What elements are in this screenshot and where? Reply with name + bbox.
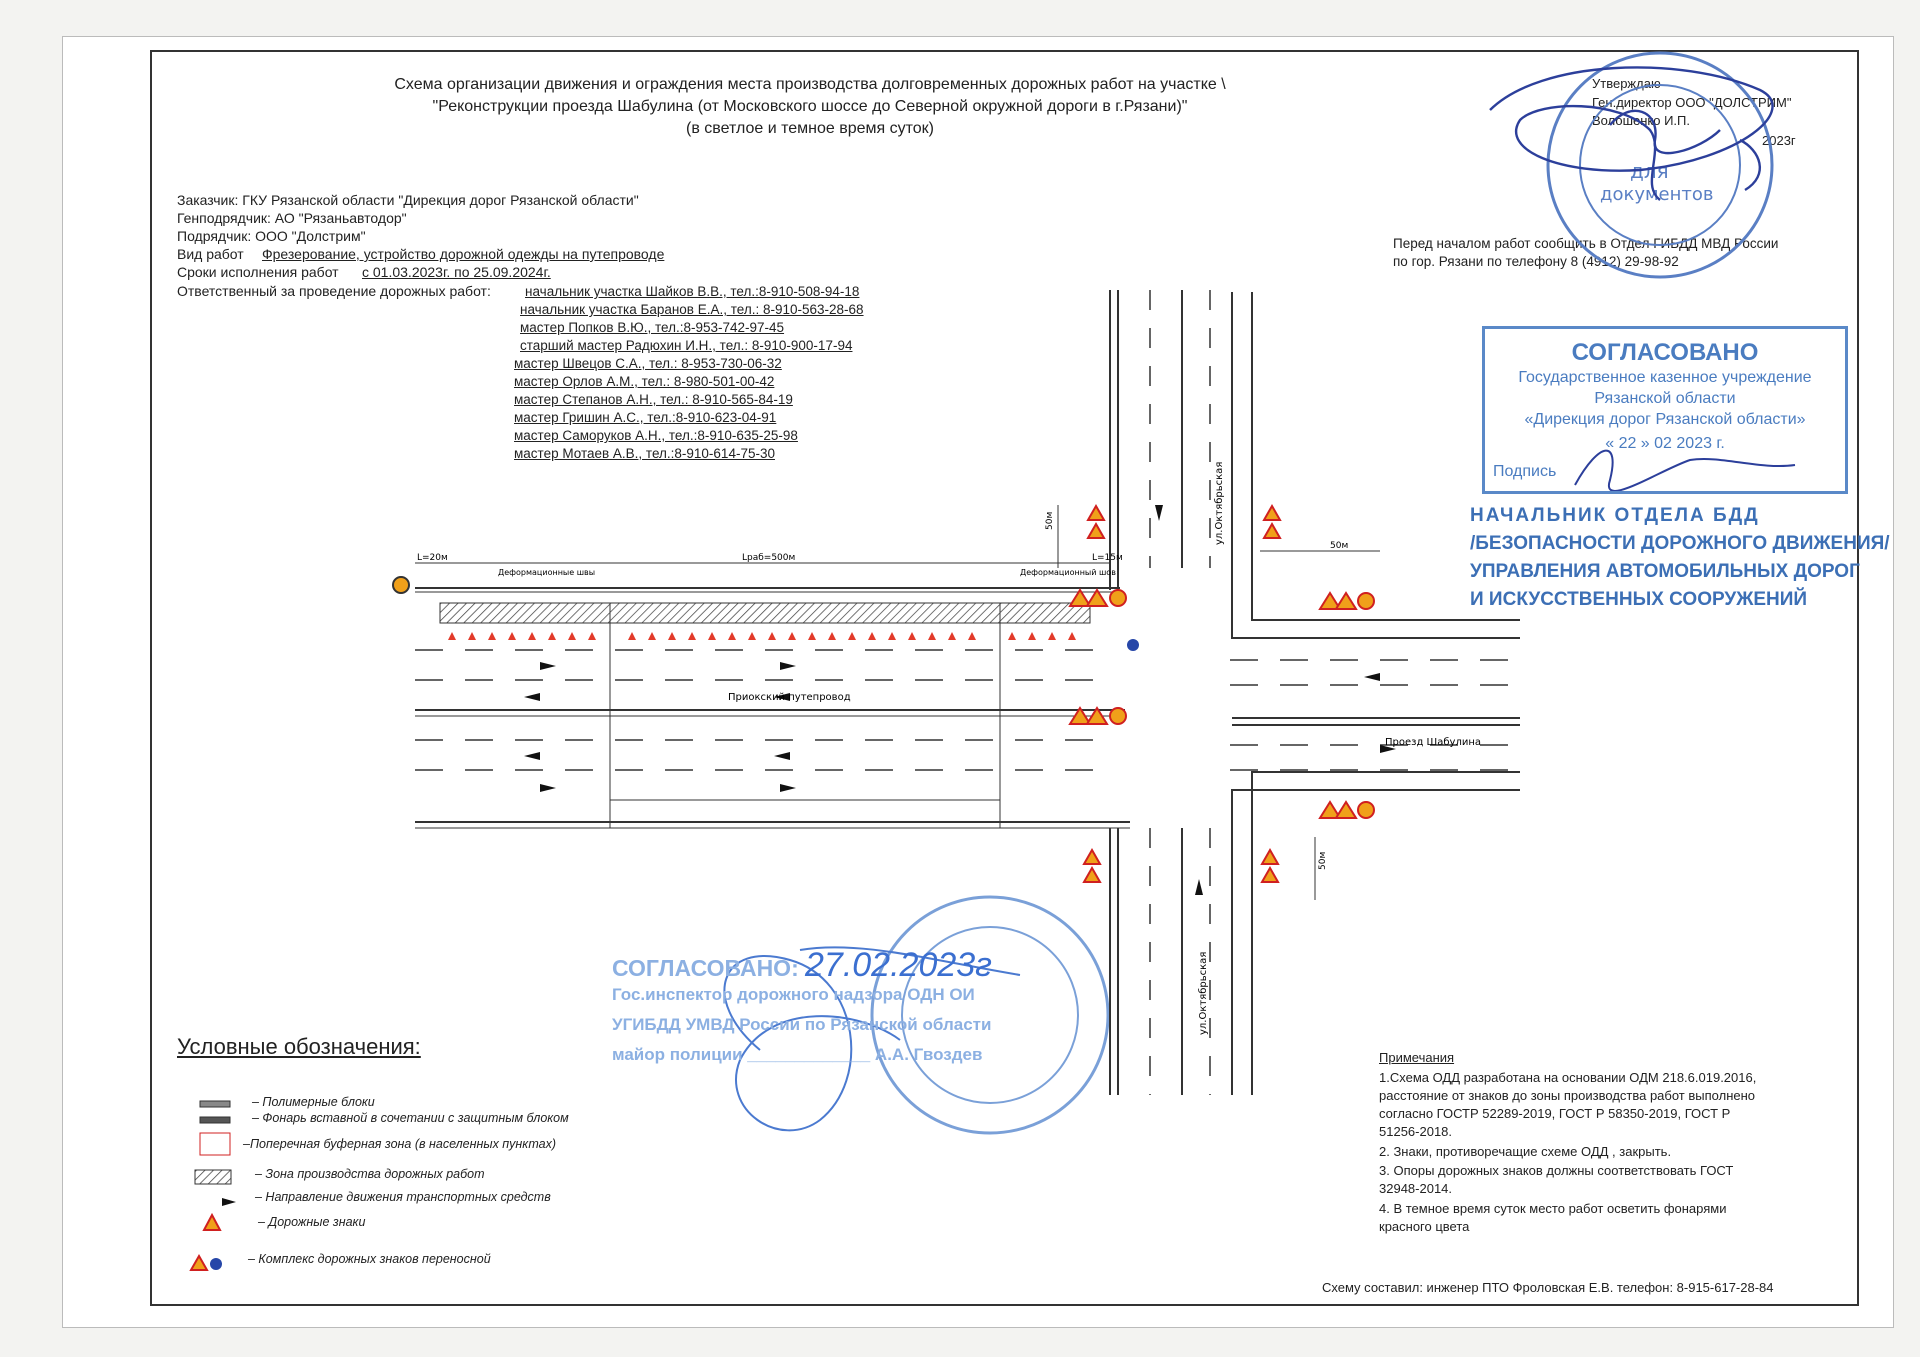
cones-row — [448, 632, 1076, 640]
title-line-3: (в светлое и темное время суток) — [686, 120, 934, 137]
note-line: 1.Схема ОДД разработана на основании ОДМ… — [1379, 1070, 1757, 1085]
inspector-stamp-line-1: Гос.инспектор дорожного надзора ОДН ОИ — [612, 985, 975, 1004]
inspector-signature — [723, 946, 1021, 1132]
info-work-label: Вид работ — [177, 246, 244, 262]
note-line: 2. Знаки, противоречащие схеме ОДД , зак… — [1379, 1144, 1672, 1159]
agreed-stamp-date: « 22 » 02 2023 г. — [1605, 435, 1725, 452]
dimension-lines — [415, 505, 1380, 900]
dim-50-c: 50м — [1318, 852, 1328, 870]
title-line-1: Схема организации движения и ограждения … — [394, 76, 1226, 93]
agreed-signature — [1574, 449, 1796, 492]
contact-item: начальник участка Шайков В.В., тел.:8-91… — [525, 284, 860, 299]
legend-item: – Полимерные блоки — [252, 1095, 375, 1109]
contact-item: мастер Швецов С.А., тел.: 8-953-730-06-3… — [514, 356, 782, 371]
legend-glyphs — [189, 1100, 236, 1271]
bridge-road — [415, 587, 1130, 829]
contact-item: старший мастер Радюхин И.Н., тел.: 8-910… — [520, 338, 853, 353]
info-terms-label: Сроки исполнения работ — [177, 264, 339, 280]
contact-item: мастер Орлов А.М., тел.: 8-980-501-00-42 — [514, 374, 775, 389]
note-line: 51256-2018. — [1379, 1124, 1453, 1139]
gibdd-notice-line-1: Перед началом работ сообщить в Отдел ГИБ… — [1393, 236, 1779, 251]
approval-line-2: Ген.директор ООО "ДОЛСТРИМ" — [1592, 95, 1792, 110]
agreed-stamp: СОГЛАСОВАНО Государственное казенное учр… — [1482, 326, 1848, 494]
info-contractor: Подрядчик: ООО "Долстрим" — [177, 228, 366, 244]
dim-50-b: 50м — [1330, 541, 1348, 551]
inspector-stamp-line-3: майор полиции _____________ А.А. Гвоздев — [612, 1045, 983, 1064]
legend-item: – Комплекс дорожных знаков переносной — [248, 1252, 491, 1266]
note-line: расстояние от знаков до зоны производств… — [1379, 1088, 1756, 1103]
svg-text:документов: документов — [1600, 184, 1714, 205]
info-general-contractor: Генподрядчик: АО "Рязаньавтодор" — [177, 210, 407, 226]
agreed-stamp-sign: Подпись — [1493, 463, 1557, 480]
lane-markings — [415, 649, 1520, 771]
bdd-stamp-line-2: /БЕЗОПАСНОСТИ ДОРОЖНОГО ДВИЖЕНИЯ/ — [1470, 533, 1890, 554]
bdd-stamp-line-1: НАЧАЛЬНИК ОТДЕЛА БДД — [1470, 505, 1760, 526]
drawing-frame — [150, 50, 1859, 1306]
contact-item: мастер Гришин А.С., тел.:8-910-623-04-91 — [514, 410, 777, 425]
note-line: согласно ГОСТР 52289-2019, ГОСТ Р 58350-… — [1379, 1106, 1731, 1121]
info-responsible-label: Ответственный за проведение дорожных раб… — [177, 283, 491, 299]
note-line: 32948-2014. — [1379, 1181, 1453, 1196]
street-label-top: ул.Октябрьская — [1214, 462, 1225, 545]
dim-l20: L=20м — [417, 553, 448, 563]
bdd-stamp-line-3: УПРАВЛЕНИЯ АВТОМОБИЛЬНЫХ ДОРОГ — [1470, 561, 1860, 582]
joint-label-2: Деформационный шов — [1020, 568, 1116, 577]
company-seal: для документов — [1546, 51, 1774, 279]
contact-item: начальник участка Баранов Е.А., тел.: 8-… — [520, 302, 864, 317]
title-line-2: "Реконструкции проезда Шабулина (от Моск… — [432, 98, 1188, 115]
agreed-stamp-line-2: Рязанской области — [1594, 390, 1736, 407]
contact-item: мастер Степанов А.Н., тел.: 8-910-565-84… — [514, 392, 793, 407]
sign-group — [392, 503, 1375, 883]
info-terms-value: с 01.03.2023г. по 25.09.2024г. — [362, 264, 551, 280]
street-road — [1109, 290, 1211, 1095]
direction-arrows — [524, 505, 1396, 895]
signature-scribble — [1489, 66, 1774, 201]
info-work-value: Фрезерование, устройство дорожной одежды… — [262, 246, 665, 262]
bridge-label: Приокский путепровод — [728, 692, 851, 703]
contact-item: мастер Мотаев А.В., тел.:8-910-614-75-30 — [514, 446, 775, 461]
bdd-stamp-line-4: И ИСКУССТВЕННЫХ СООРУЖЕНИЙ — [1470, 589, 1808, 610]
info-customer: Заказчик: ГКУ Рязанской области "Дирекци… — [177, 192, 639, 208]
proezd-label: Проезд Шабулина — [1385, 737, 1481, 748]
note-line: 4. В темное время суток место работ осве… — [1379, 1201, 1727, 1216]
joint-label-1: Деформационные швы — [498, 568, 595, 577]
inspector-stamp-date: 27.02.2023г — [805, 946, 992, 984]
dim-l15: L=15м — [1092, 553, 1123, 563]
dim-lwork: Lраб=500м — [742, 553, 795, 563]
legend-item: – Зона производства дорожных работ — [255, 1167, 485, 1181]
footer-author: Схему составил: инженер ПТО Фроловская Е… — [1322, 1280, 1774, 1295]
agreed-stamp-head: СОГЛАСОВАНО — [1571, 339, 1759, 366]
note-line: 3. Опоры дорожных знаков должны соответс… — [1379, 1163, 1734, 1178]
approval-line-3: Волошенко И.П. — [1592, 113, 1691, 128]
proezd-road — [1231, 292, 1520, 1095]
street-label-bottom: ул.Октябрьская — [1198, 952, 1209, 1035]
dim-50-a: 50м — [1045, 512, 1055, 530]
inspector-stamp-head: СОГЛАСОВАНО: — [612, 955, 799, 981]
contact-item: мастер Саморуков А.Н., тел.:8-910-635-25… — [514, 428, 798, 443]
legend-item: – Направление движения транспортных сред… — [255, 1190, 551, 1204]
legend-item: – Фонарь вставной в сочетании с защитным… — [252, 1111, 569, 1125]
inspector-seal — [870, 895, 1110, 1135]
legend-item: – Дорожные знаки — [258, 1215, 366, 1229]
notes-title: Примечания — [1379, 1050, 1455, 1065]
work-zone — [439, 602, 1091, 624]
inspector-stamp-line-2: УГИБДД УМВД России по Рязанской области — [612, 1015, 992, 1034]
agreed-stamp-line-3: «Дирекция дорог Рязанской области» — [1524, 411, 1806, 428]
agreed-stamp-line-1: Государственное казенное учреждение — [1518, 369, 1812, 386]
contact-item: мастер Попков В.Ю., тел.:8-953-742-97-45 — [520, 320, 785, 335]
legend-title: Условные обозначения: — [177, 1034, 421, 1059]
note-line: красного цвета — [1379, 1219, 1470, 1234]
legend-item: –Поперечная буферная зона (в населенных … — [243, 1137, 556, 1151]
